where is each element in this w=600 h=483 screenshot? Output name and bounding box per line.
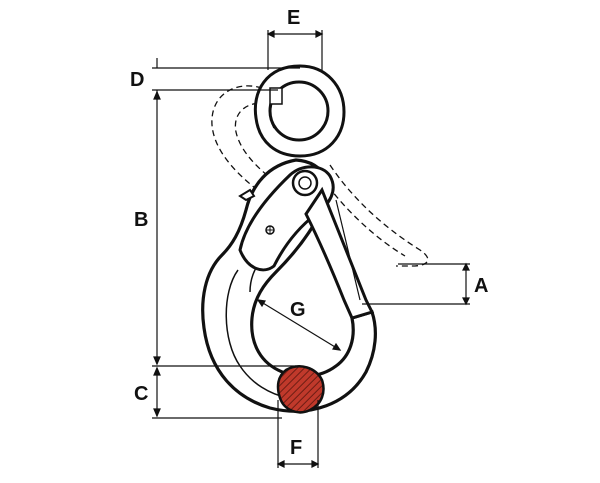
dimension-label-e: E: [287, 7, 300, 29]
dimension-label-g: G: [290, 299, 306, 321]
dimension-label-c: C: [134, 383, 148, 405]
latch-pin-nub: [238, 188, 256, 202]
dimension-label-b: B: [134, 209, 148, 231]
dimension-label-d: D: [130, 69, 144, 91]
latch-tongue: [304, 186, 375, 320]
latch-plate: [238, 165, 335, 272]
hook-cross-section: [276, 365, 325, 414]
dimension-label-f: F: [290, 437, 302, 459]
hook-eye: [253, 64, 346, 158]
dimension-label-a: A: [474, 275, 488, 297]
dimension-lines: [152, 30, 470, 468]
